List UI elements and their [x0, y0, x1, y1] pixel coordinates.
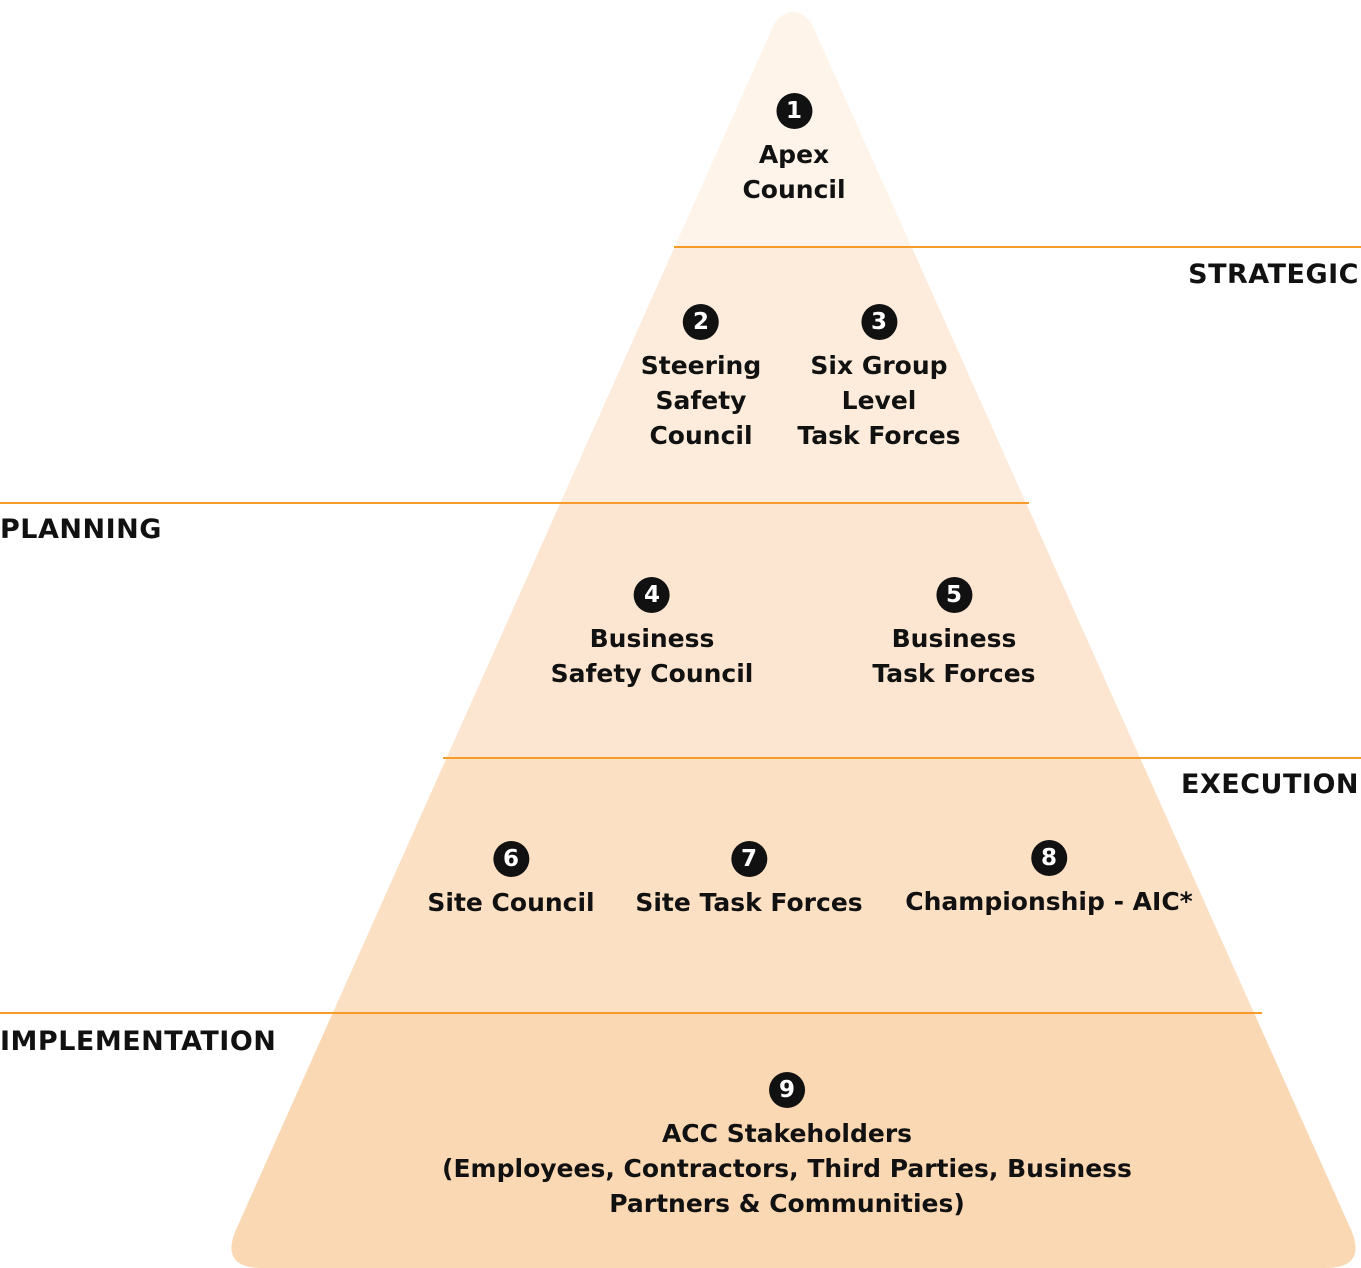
node-label-line: Six Group: [810, 351, 948, 380]
number-badge-8: 8: [1031, 840, 1067, 876]
node-label-line: Task Forces: [872, 659, 1036, 688]
level-label-planning: PLANNING: [0, 514, 162, 545]
node-label: Site Council: [427, 885, 594, 920]
node-label-line: Steering: [640, 351, 762, 380]
node-label-line: Championship - AIC*: [905, 887, 1193, 916]
node-label-line: Council: [649, 421, 753, 450]
node-label-line: ACC Stakeholders: [661, 1119, 913, 1148]
pyramid-tier-1: [231, 12, 1356, 247]
number-badge-9: 9: [768, 1072, 805, 1108]
node-label-line: (Employees, Contractors, Third Parties, …: [442, 1154, 1132, 1183]
number-badge-4: 4: [633, 577, 670, 613]
number-badge-6: 6: [492, 841, 529, 877]
node-label-line: Site Task Forces: [635, 888, 863, 917]
node-label-line: Site Council: [427, 888, 595, 917]
node-label: Site Task Forces: [635, 885, 862, 920]
node-label-line: Level: [841, 386, 917, 415]
node-label-line: Task Forces: [797, 421, 961, 450]
node-label-line: Apex: [758, 140, 830, 169]
level-label-execution: EXECUTION: [1181, 769, 1359, 800]
node-label-line: Safety: [655, 386, 747, 415]
node-label-line: Business: [589, 624, 715, 653]
number-badge-7: 7: [730, 841, 767, 877]
node-label: ACC Stakeholders (Employees, Contractors,…: [442, 1116, 1132, 1221]
node-label: Championship - AIC*: [905, 884, 1193, 919]
node-label-line: Council: [742, 175, 846, 204]
number-badge-2: 2: [683, 304, 719, 340]
pyramid-tier-5: [231, 1013, 1356, 1268]
number-badge-1: 1: [775, 93, 812, 129]
node-label-line: Business: [891, 624, 1017, 653]
number-badge-3: 3: [860, 304, 897, 340]
level-label-implementation: IMPLEMENTATION: [0, 1026, 277, 1057]
node-label-line: Partners & Communities): [609, 1189, 965, 1218]
node-label-line: Safety Council: [550, 659, 754, 688]
level-label-strategic: STRATEGIC: [1188, 259, 1359, 290]
number-badge-5: 5: [935, 577, 972, 613]
